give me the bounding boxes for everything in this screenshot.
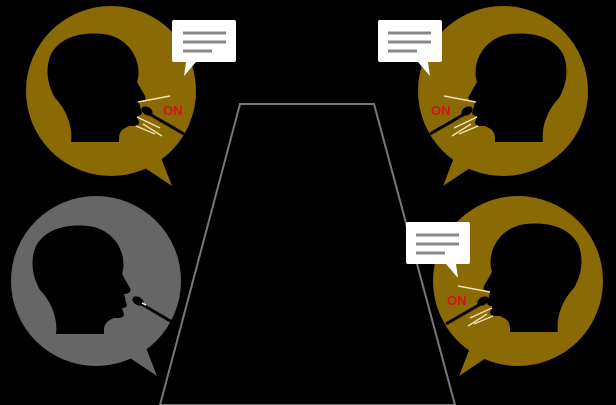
sound-wave-icon	[443, 95, 479, 137]
microphone-icon	[132, 296, 173, 324]
speaker-bubble-tail	[443, 150, 470, 186]
speaker-top-left[interactable]: ON	[26, 6, 236, 186]
conference-table	[158, 103, 457, 405]
sound-wave-icon	[457, 285, 494, 327]
speaker-bottom-left[interactable]	[11, 196, 181, 376]
chat-lines	[183, 31, 226, 53]
mic-on-label: ON	[163, 103, 183, 118]
mic-on-label: ON	[431, 103, 451, 118]
chat-lines	[388, 31, 431, 53]
speaker-top-right[interactable]: ON	[378, 6, 588, 186]
chat-lines	[416, 233, 459, 255]
mic-on-label: ON	[447, 293, 467, 308]
speaker-bubble-tail	[130, 340, 157, 376]
speaker-bubble-tail	[459, 340, 486, 376]
microphone-icon	[141, 106, 185, 136]
speaker-bottom-right[interactable]: ON	[406, 196, 603, 376]
sound-wave-icon	[135, 95, 171, 137]
microphone-icon	[429, 106, 473, 136]
microphone-icon	[445, 296, 489, 326]
speaker-bubble-tail	[145, 150, 172, 186]
